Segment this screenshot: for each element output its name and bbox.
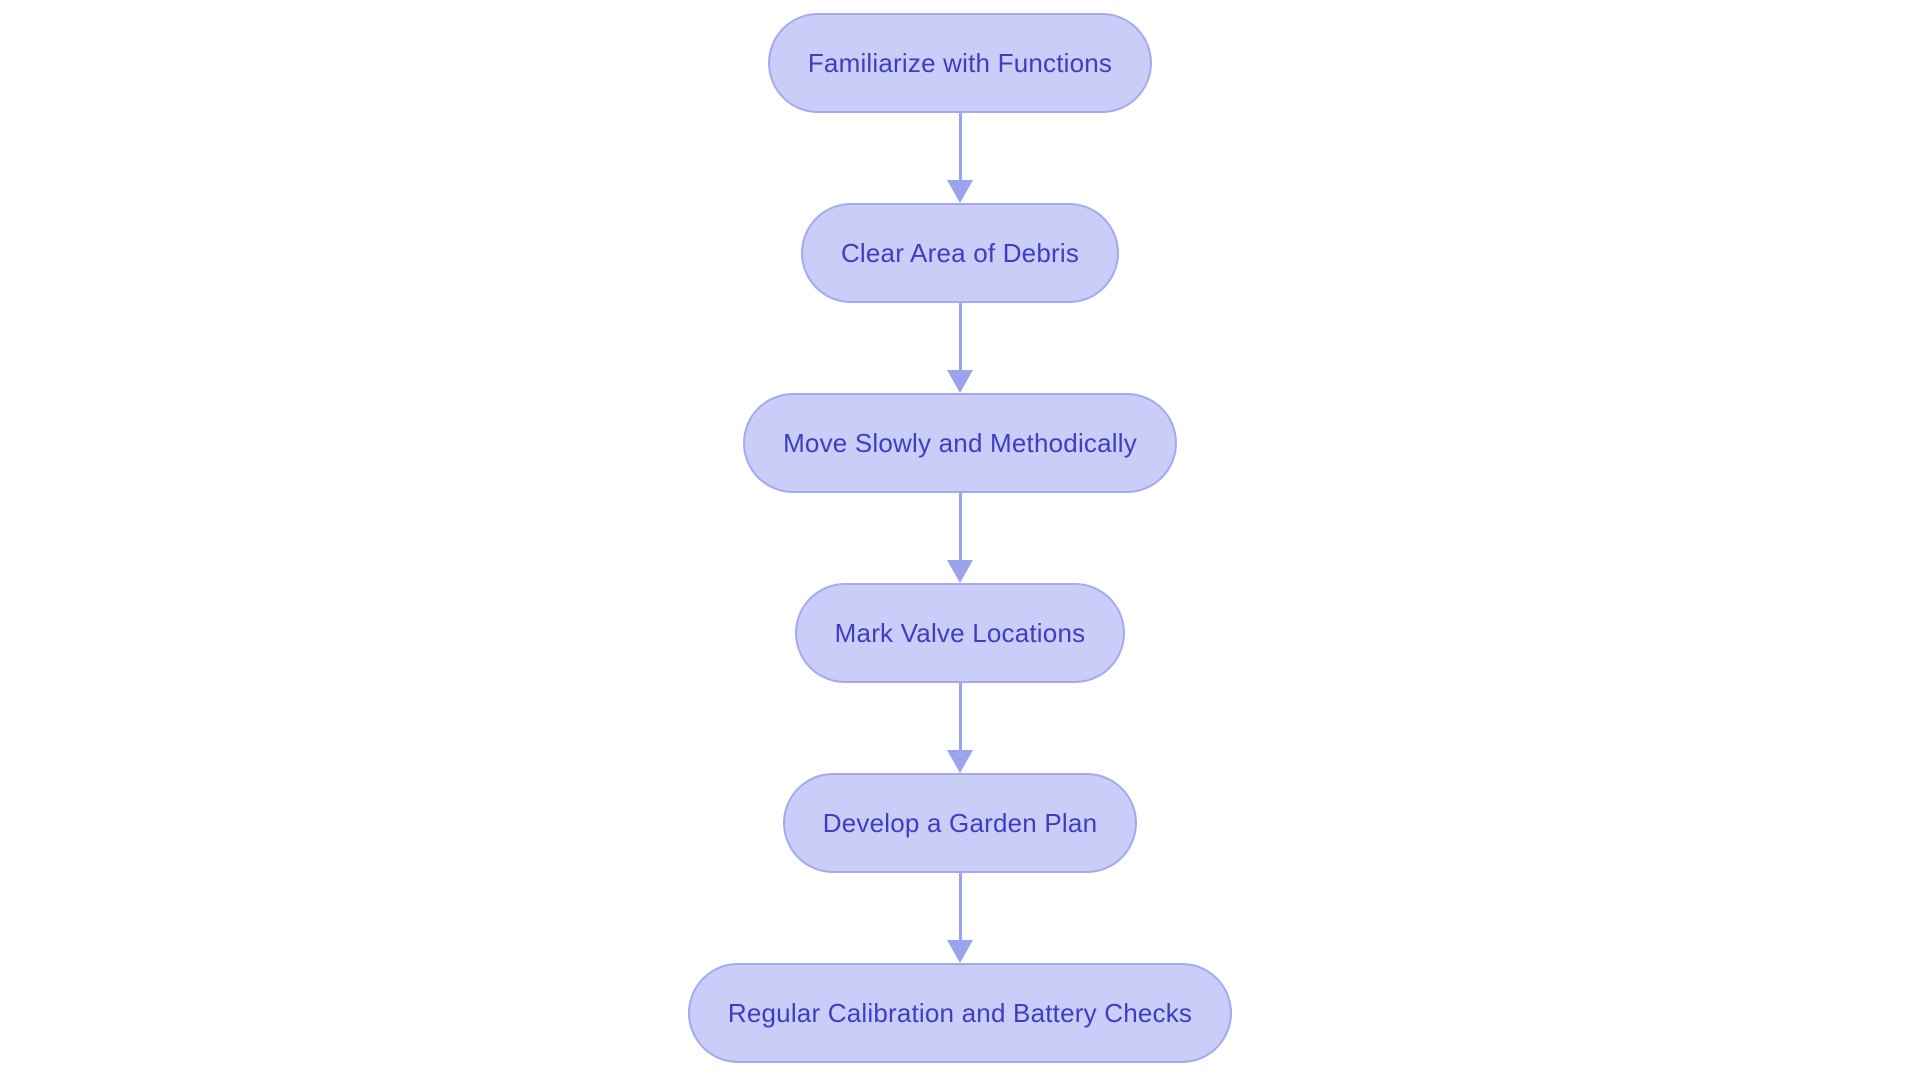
arrow-down-icon xyxy=(947,750,973,773)
flowchart-node: Develop a Garden Plan xyxy=(782,773,1138,873)
flowchart-node-label: Move Slowly and Methodically xyxy=(783,428,1137,458)
arrow-line xyxy=(958,683,962,751)
arrow-down-icon xyxy=(947,560,973,583)
flowchart-connector xyxy=(947,683,973,773)
flowchart-node-label: Familiarize with Functions xyxy=(807,48,1113,78)
arrow-down-icon xyxy=(947,370,973,393)
flowchart-node-label: Develop a Garden Plan xyxy=(822,808,1098,838)
arrow-down-icon xyxy=(947,940,973,963)
flowchart-node: Move Slowly and Methodically xyxy=(743,393,1177,493)
arrow-line xyxy=(958,113,962,181)
flowchart-connector xyxy=(947,493,973,583)
flowchart-connector xyxy=(947,113,973,203)
flowchart: Familiarize with Functions Clear Area of… xyxy=(687,0,1233,1063)
flowchart-connector xyxy=(947,303,973,393)
flowchart-node: Clear Area of Debris xyxy=(800,203,1120,303)
flowchart-node-label: Mark Valve Locations xyxy=(834,618,1086,648)
arrow-line xyxy=(958,873,962,941)
flowchart-node: Familiarize with Functions xyxy=(767,13,1153,113)
flowchart-node-label: Clear Area of Debris xyxy=(840,238,1080,268)
flowchart-node: Regular Calibration and Battery Checks xyxy=(687,963,1233,1063)
flowchart-node: Mark Valve Locations xyxy=(794,583,1126,683)
flowchart-node-label: Regular Calibration and Battery Checks xyxy=(727,998,1193,1028)
arrow-down-icon xyxy=(947,180,973,203)
flowchart-connector xyxy=(947,873,973,963)
arrow-line xyxy=(958,493,962,561)
arrow-line xyxy=(958,303,962,371)
